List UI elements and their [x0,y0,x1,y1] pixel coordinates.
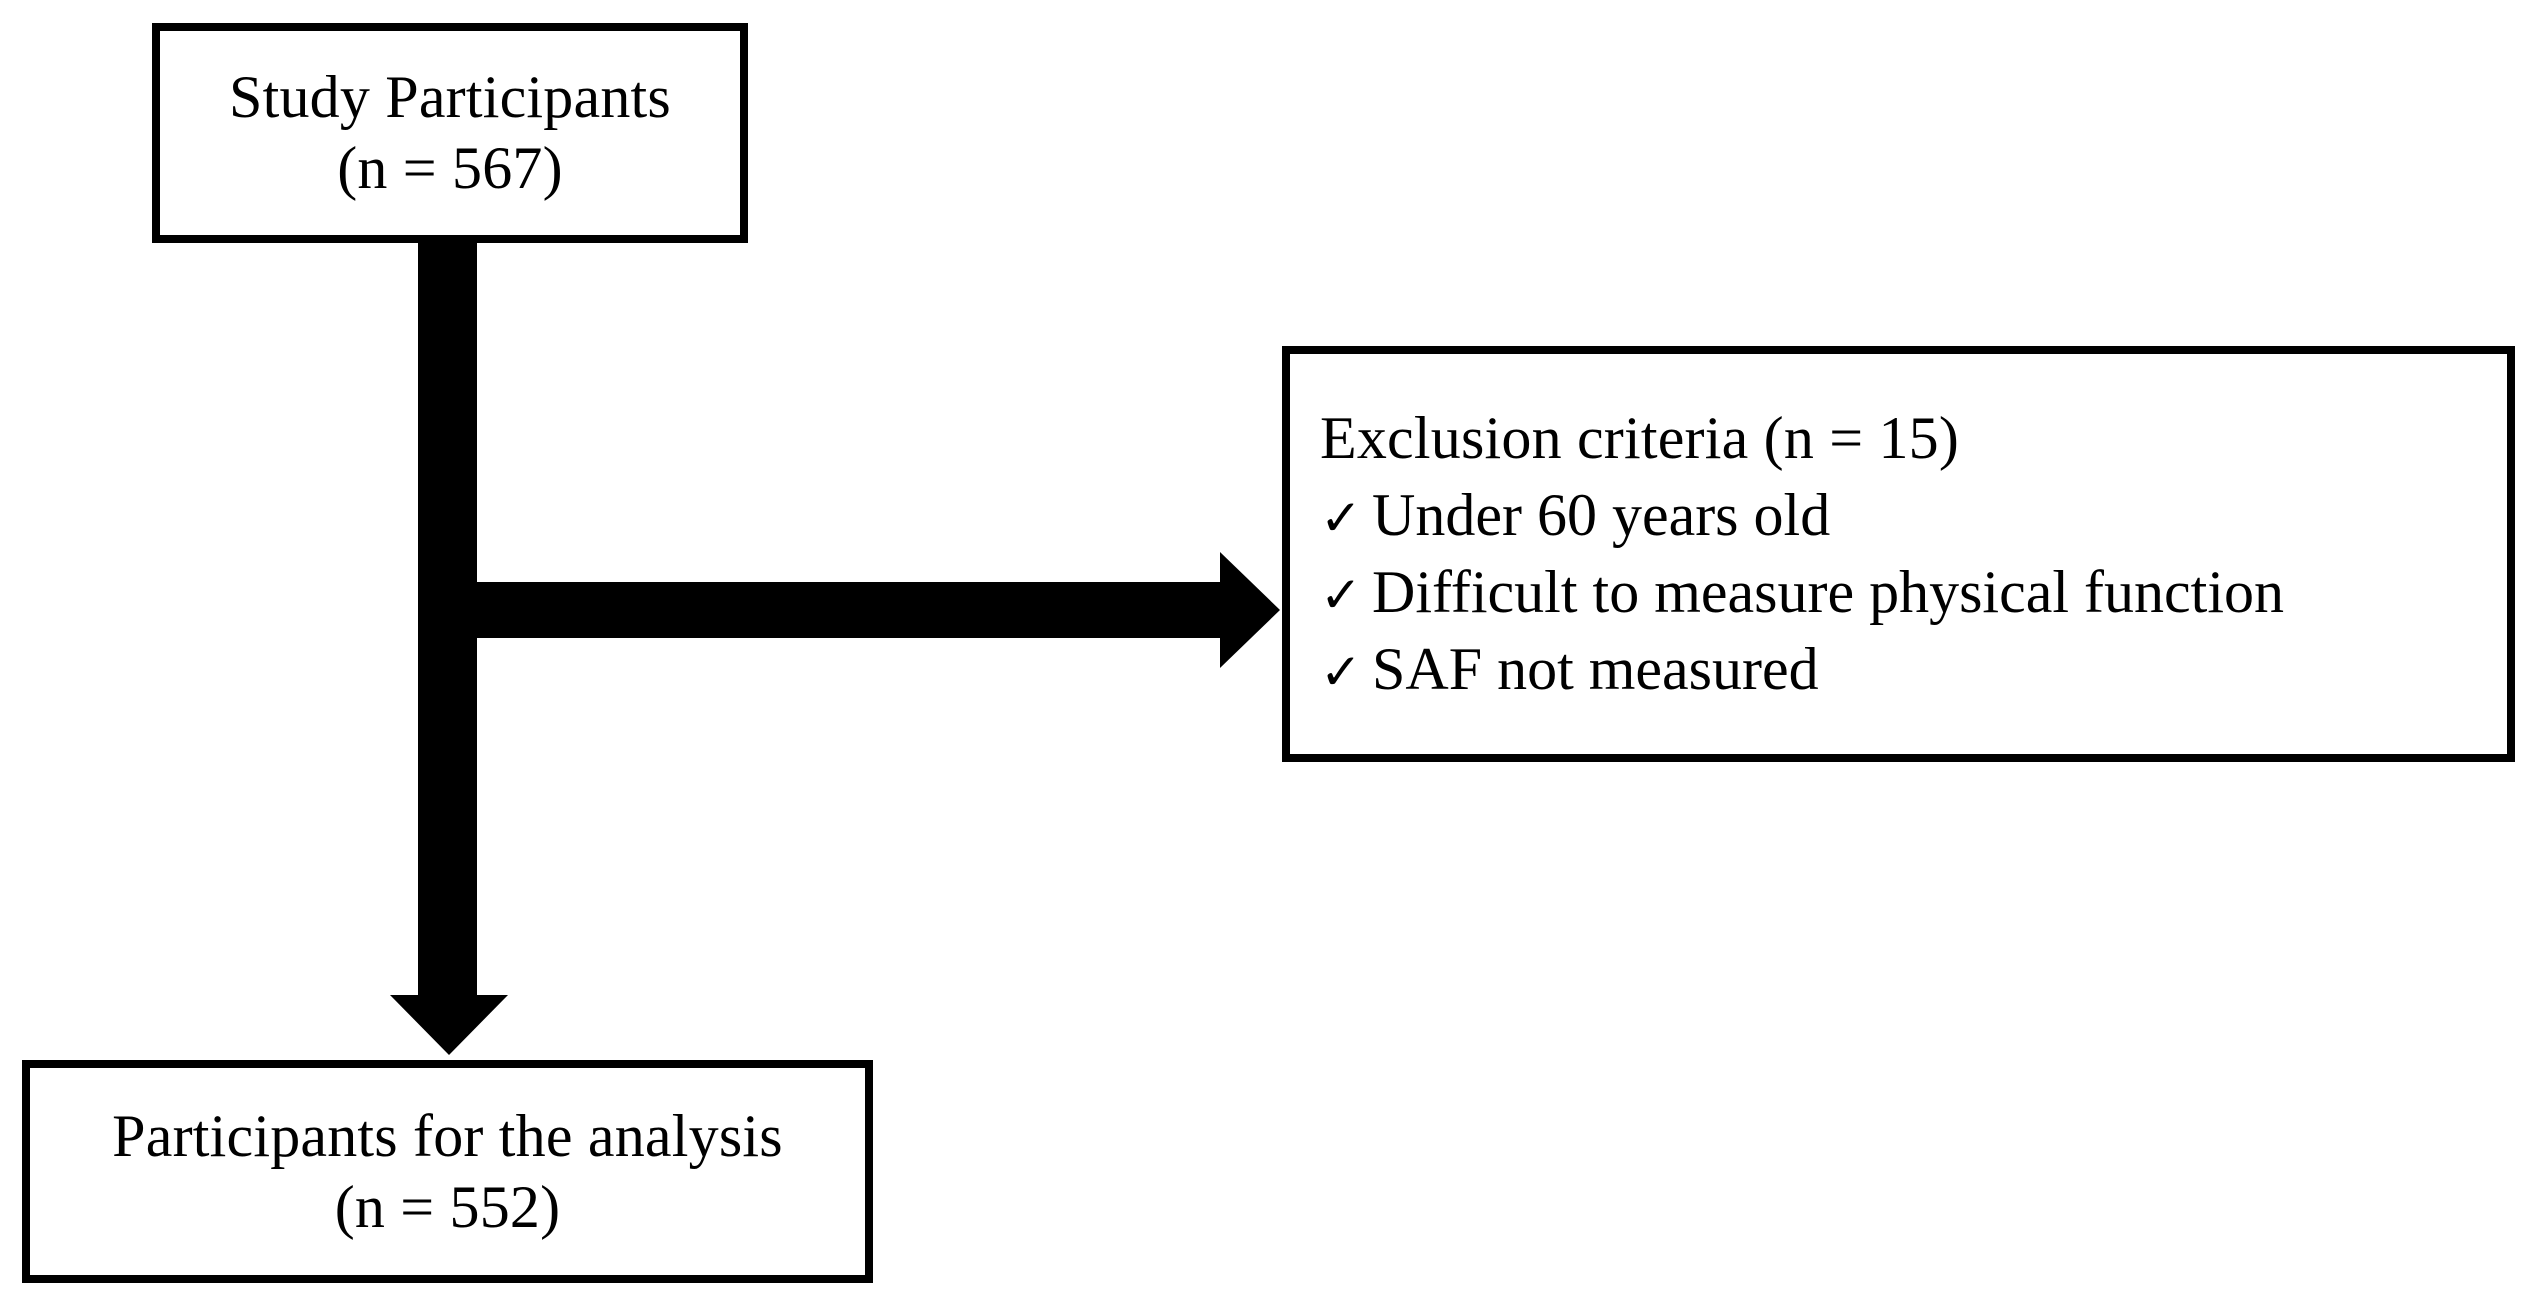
exclusion-criteria-item-label: SAF not measured [1372,635,1819,702]
check-icon: ✓ [1320,642,1362,701]
exclusion-criteria-item-label: Under 60 years old [1372,482,1831,549]
list-item: ✓ Under 60 years old [1320,477,2284,554]
study-participants-box: Study Participants (n = 567) [152,23,748,243]
check-icon: ✓ [1320,566,1362,624]
study-participants-count: (n = 567) [337,135,563,201]
exclusion-criteria-box: Exclusion criteria (n = 15) ✓ Under 60 y… [1282,346,2515,762]
analysis-participants-count: (n = 552) [334,1173,561,1240]
exclusion-branch-arrow-shaft [460,582,1222,638]
analysis-participants-box: Participants for the analysis (n = 552) [22,1060,873,1283]
list-item: ✓ Difficult to measure physical function [1320,554,2284,631]
arrow-right-icon [1220,552,1280,668]
check-icon: ✓ [1320,489,1362,548]
analysis-participants-title: Participants for the analysis [112,1102,783,1169]
exclusion-criteria-heading: Exclusion criteria (n = 15) [1320,405,1960,472]
list-item: ✓ SAF not measured [1320,631,2284,708]
study-participants-title: Study Participants [229,64,671,131]
arrow-down-icon [390,995,508,1055]
exclusion-criteria-list: ✓ Under 60 years old ✓ Difficult to meas… [1320,477,2284,707]
exclusion-criteria-item-label: Difficult to measure physical function [1372,559,2284,625]
